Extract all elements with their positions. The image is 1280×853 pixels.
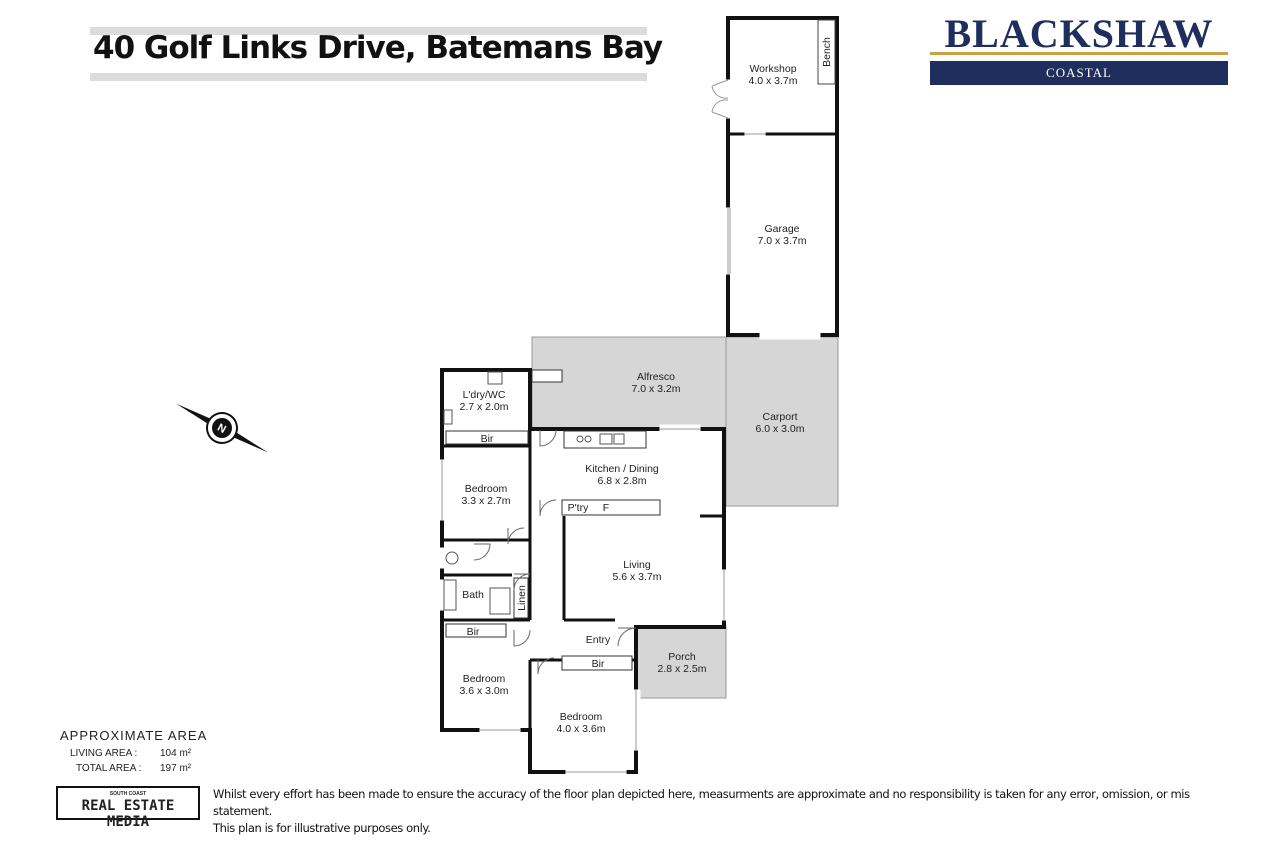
garage-name: Garage xyxy=(764,223,799,235)
laundry-name: L'dry/WC xyxy=(463,389,506,401)
porch-name: Porch xyxy=(668,651,696,663)
workshop-size: 4.0 x 3.7m xyxy=(748,75,797,87)
area-title: APPROXIMATE AREA xyxy=(60,728,208,743)
total-area-value: 197 m² xyxy=(160,763,192,774)
bath-label: Bath xyxy=(462,589,484,601)
living-name: Living xyxy=(623,559,651,571)
disclaimer-line-2: This plan is for illustrative purposes o… xyxy=(213,821,431,835)
garage-openings xyxy=(711,79,765,274)
entry-label: Entry xyxy=(586,634,611,646)
alfresco-area xyxy=(531,336,727,430)
media-logo-small: SOUTH COAST xyxy=(109,791,147,797)
garage-size: 7.0 x 3.7m xyxy=(757,235,806,247)
carport-size: 6.0 x 3.0m xyxy=(755,423,804,435)
disclaimer-line-1: Whilst every effort has been made to ens… xyxy=(213,787,1190,818)
alfresco-size: 7.0 x 3.2m xyxy=(631,383,680,395)
bedroom2-size: 3.6 x 3.0m xyxy=(459,685,508,697)
workshop-name: Workshop xyxy=(749,63,796,75)
bedroom3-name: Bedroom xyxy=(560,711,603,723)
brand-logo-wordmark: BLACKSHAW xyxy=(944,11,1214,56)
north-arrow: N xyxy=(176,403,268,453)
laundry-size: 2.7 x 2.0m xyxy=(459,401,508,413)
media-logo: SOUTH COAST REAL ESTATE MEDIA xyxy=(56,786,200,830)
kitchen-size: 6.8 x 2.8m xyxy=(597,475,646,487)
linen-label: Linen xyxy=(516,585,528,611)
bedroom2-name: Bedroom xyxy=(463,673,506,685)
bedroom1-name: Bedroom xyxy=(465,483,508,495)
fixtures xyxy=(443,371,625,615)
bir-label: Bir xyxy=(467,626,480,638)
living-area-label: LIVING AREA : xyxy=(70,748,138,759)
bedroom3-size: 4.0 x 3.6m xyxy=(556,723,605,735)
porch-area xyxy=(635,625,727,699)
title-band xyxy=(90,27,647,81)
carport-name: Carport xyxy=(762,411,797,423)
door-swings xyxy=(473,429,637,675)
bench-label: Bench xyxy=(821,37,833,67)
windows xyxy=(441,428,725,773)
media-logo-big: REAL ESTATE MEDIA xyxy=(81,798,175,830)
fridge-label: F xyxy=(603,502,609,514)
pantry-label: P'try xyxy=(568,502,589,514)
kitchen-name: Kitchen / Dining xyxy=(585,463,659,475)
carport-area xyxy=(725,336,839,507)
bench xyxy=(817,19,836,85)
page-title: 40 Golf Links Drive, Batemans Bay xyxy=(93,30,663,66)
total-area-label: TOTAL AREA : xyxy=(76,763,142,774)
living-size: 5.6 x 3.7m xyxy=(612,571,661,583)
disclaimer: Whilst every effort has been made to ens… xyxy=(213,786,1223,837)
alfresco-name: Alfresco xyxy=(637,371,675,383)
brand-logo-tagline: COASTAL xyxy=(930,61,1228,85)
bir-label: Bir xyxy=(592,658,605,670)
porch-size: 2.8 x 2.5m xyxy=(657,663,706,675)
built-ins xyxy=(445,369,661,671)
living-area-value: 104 m² xyxy=(160,748,192,759)
bedroom1-size: 3.3 x 2.7m xyxy=(461,495,510,507)
bir-label: Bir xyxy=(481,433,494,445)
brand-logo-rule xyxy=(930,52,1228,55)
